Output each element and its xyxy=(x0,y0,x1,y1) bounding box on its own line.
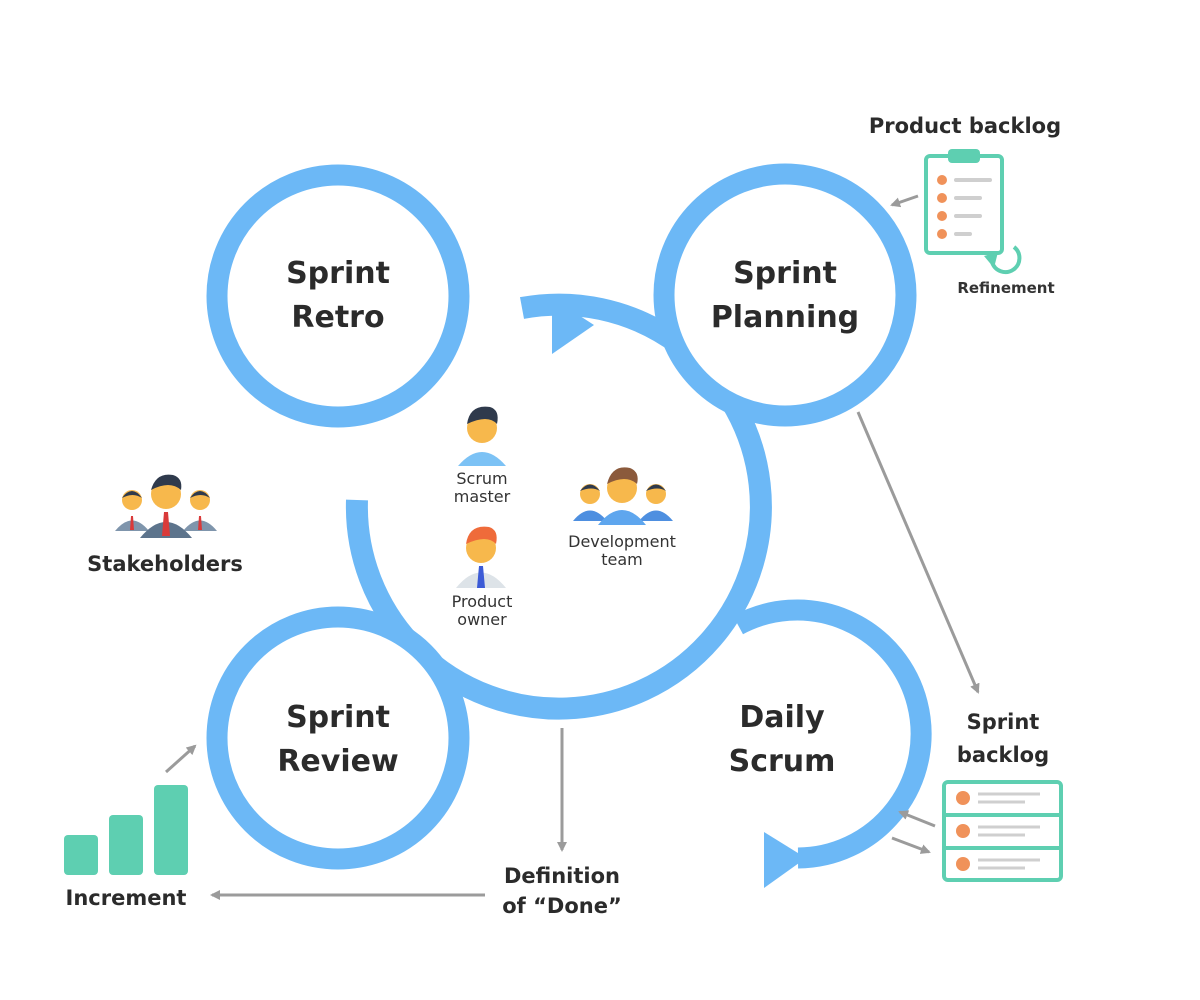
arrow-daily-to-sprint-backlog xyxy=(891,836,931,854)
sprint-planning-ring xyxy=(653,163,917,427)
sprint-backlog-icon xyxy=(942,780,1063,882)
refinement-label: Refinement xyxy=(957,279,1055,297)
definition-of-done-label: Definition of “Done” xyxy=(502,864,622,918)
development-team-label: Development team xyxy=(568,532,676,569)
stakeholders-label: Stakeholders xyxy=(87,552,243,576)
increment-label: Increment xyxy=(65,886,187,910)
scrum-master-icon xyxy=(458,406,506,466)
refinement-icon xyxy=(984,245,1022,275)
sprint-backlog-label: Sprint backlog xyxy=(956,710,1050,767)
sprint-review-ring xyxy=(206,606,470,870)
daily-scrum-arrowhead xyxy=(764,832,806,888)
arrow-sprint-backlog-to-daily xyxy=(898,810,936,828)
product-owner-icon xyxy=(456,526,506,588)
product-owner-label: Product owner xyxy=(451,592,513,629)
sprint-planning-label: Sprint Planning xyxy=(710,256,860,335)
arrow-backlog-to-planning xyxy=(890,194,919,208)
stakeholders-icon xyxy=(115,474,217,538)
product-backlog-label: Product backlog xyxy=(868,114,1062,138)
sprint-cycle-arrowhead xyxy=(552,298,594,354)
sprint-retro-label: Sprint Retro xyxy=(286,256,390,335)
sprint-retro-ring xyxy=(206,164,470,428)
increment-icon xyxy=(64,785,188,875)
development-team-icon xyxy=(573,467,673,525)
arrow-planning-to-sprint-backlog xyxy=(856,411,980,694)
daily-scrum-ring xyxy=(733,599,932,869)
arrow-increment-to-review xyxy=(164,744,197,774)
scrum-master-label: Scrum master xyxy=(453,469,511,506)
sprint-review-label: Sprint Review xyxy=(277,700,399,779)
daily-scrum-label: Daily Scrum xyxy=(728,700,836,779)
product-backlog-icon xyxy=(924,149,1004,255)
